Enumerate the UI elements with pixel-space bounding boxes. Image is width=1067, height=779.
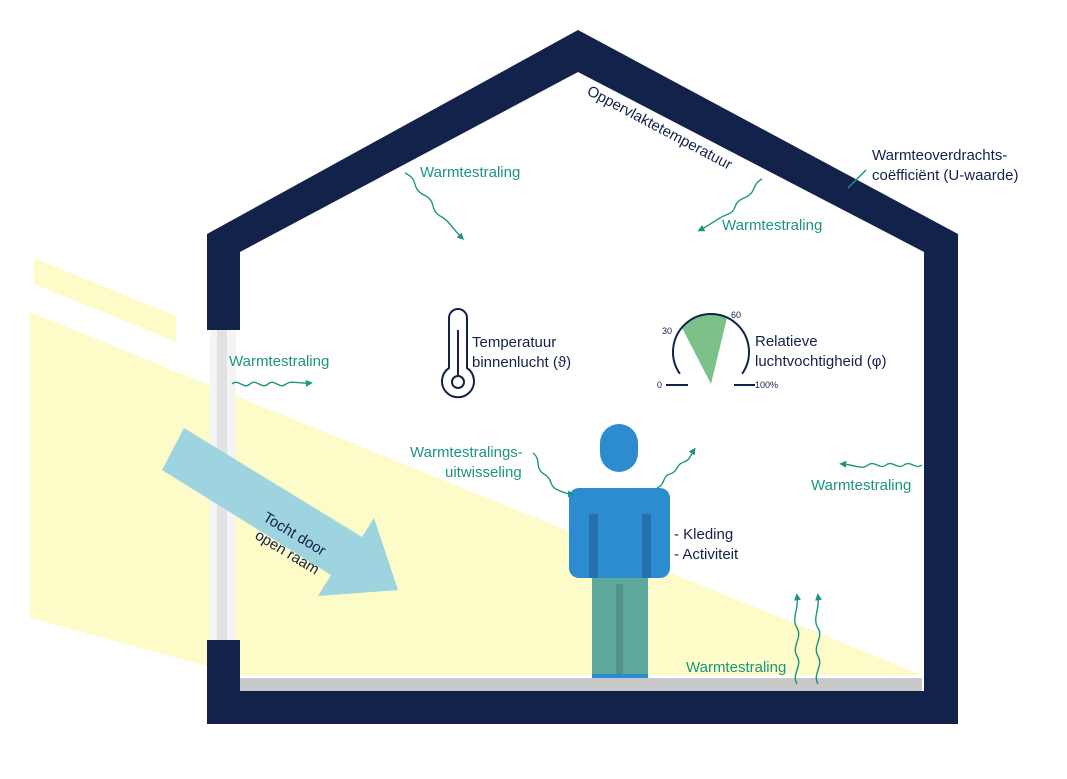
draft-arrow: [162, 428, 398, 596]
exchange-label-line1: Warmtestralings-: [410, 444, 523, 461]
sunlight-beam-main: [30, 312, 922, 675]
radiation-label-floor: Warmtestraling: [686, 659, 786, 676]
sunlight-beam-lower: [34, 557, 172, 646]
person-head: [600, 424, 638, 472]
humidity-label-line2: luchtvochtigheid (φ): [755, 353, 886, 370]
radiation-arrow-exchange-in: [532, 452, 575, 498]
person-feet: [592, 674, 648, 678]
activity-label: - Activiteit: [674, 546, 739, 563]
temperature-label-line1: Temperatuur: [472, 334, 556, 351]
person-torso: [569, 488, 670, 578]
person-arm-right: [642, 514, 651, 578]
clothing-label: - Kleding: [674, 526, 733, 543]
gauge-tick-60: 60: [731, 310, 741, 320]
radiation-arrow-window: [231, 379, 313, 387]
sunlight-beam-upper: [34, 258, 176, 342]
gauge-tick-30: 30: [662, 326, 672, 336]
radiation-arrows: [231, 172, 923, 685]
radiation-arrow-right-wall: [839, 460, 923, 468]
person-figure: [569, 424, 670, 678]
sunlight-beams: [30, 258, 922, 675]
radiation-arrow-exchange-out: [656, 447, 696, 489]
radiation-label-top-left: Warmtestraling: [420, 164, 520, 181]
gauge-tick-0: 0: [657, 380, 662, 390]
person-arm-left: [589, 514, 598, 578]
gauge-range-wedge: [681, 314, 728, 384]
radiation-arrow-floor-2: [815, 593, 823, 685]
humidity-gauge-icon: [666, 313, 755, 386]
gauge-tick-100: 100%: [755, 380, 778, 390]
u-value-label-line2: coëfficiënt (U-waarde): [872, 167, 1018, 184]
gauge-arc: [672, 313, 750, 375]
person-leg-divider: [616, 584, 623, 674]
radiation-arrow-floor-1: [794, 593, 802, 685]
radiation-arrow-top-left: [404, 172, 464, 240]
u-value-leader: [847, 169, 867, 189]
radiation-arrow-top-right: [697, 178, 763, 232]
radiation-label-right-wall: Warmtestraling: [811, 477, 911, 494]
temperature-label-line2: binnenlucht (ϑ): [472, 354, 571, 371]
radiation-label-window: Warmtestraling: [229, 353, 329, 370]
thermometer-icon: [441, 308, 475, 399]
humidity-label-line1: Relatieve: [755, 333, 818, 350]
u-value-label-line1: Warmteoverdrachts-: [872, 147, 1007, 164]
exchange-label-line2: uitwisseling: [445, 464, 522, 481]
floor: [240, 678, 922, 691]
radiation-label-top-right: Warmtestraling: [722, 217, 822, 234]
